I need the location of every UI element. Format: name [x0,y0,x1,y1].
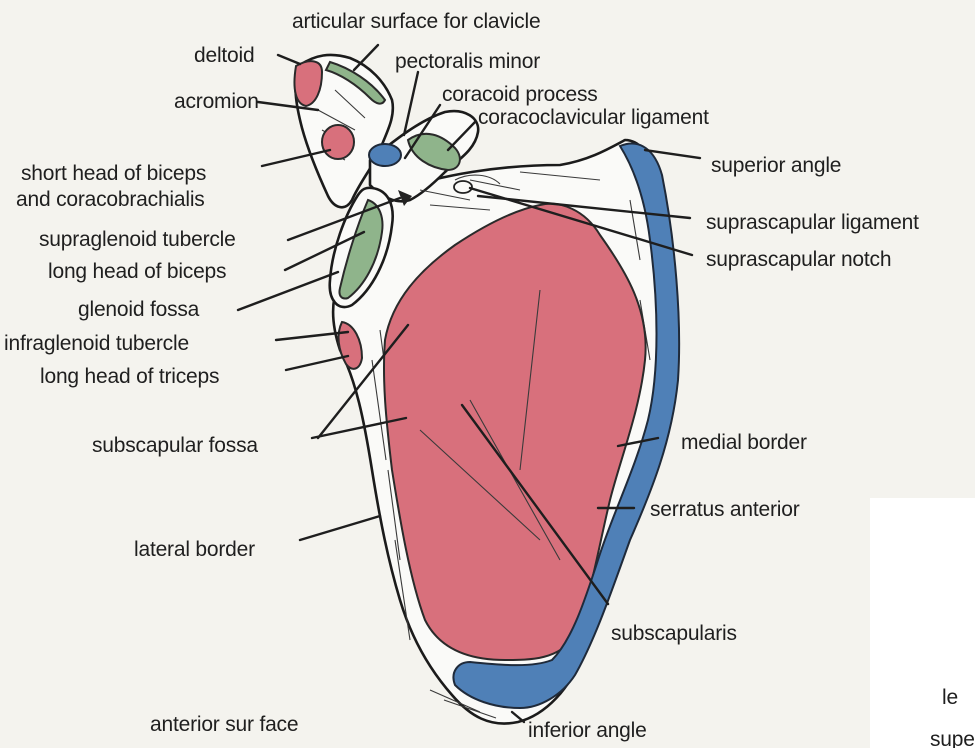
label-supraglenoid-tubercle: supraglenoid tubercle [39,228,236,251]
label-serratus-anterior: serratus anterior [650,498,800,521]
label-anterior-surface: anterior sur face [150,713,298,736]
short-head-biceps-attachment [322,125,354,159]
label-subscapularis: subscapularis [611,622,737,645]
label-coracoclavicular-ligament: coracoclavicular ligament [478,106,709,129]
label-inferior-angle: inferior angle [528,719,647,742]
label-cut-le: le [942,686,958,709]
label-infraglenoid-tubercle: infraglenoid tubercle [4,332,189,355]
label-medial-border: medial border [681,431,807,454]
label-superior-angle: superior angle [711,154,841,177]
label-cut-supe: supe [930,728,975,748]
label-suprascapular-notch: suprascapular notch [706,248,891,271]
label-long-head-triceps: long head of triceps [40,365,219,388]
label-glenoid-fossa: glenoid fossa [78,298,200,321]
label-long-head-biceps: long head of biceps [48,260,226,283]
label-acromion: acromion [174,90,259,113]
label-suprascapular-ligament: suprascapular ligament [706,211,919,234]
pectoralis-minor-attachment [369,144,401,166]
suprascapular-notch-mark [454,181,472,193]
label-short-head-biceps-2: and coracobrachialis [16,188,205,211]
label-lateral-border: lateral border [134,538,255,561]
label-short-head-biceps-1: short head of biceps [21,162,206,185]
label-deltoid: deltoid [194,44,254,67]
label-pectoralis-minor: pectoralis minor [395,50,540,73]
label-subscapular-fossa: subscapular fossa [92,434,258,457]
label-coracoid-process: coracoid process [442,83,598,106]
label-articular-surface: articular surface for clavicle [292,10,540,33]
